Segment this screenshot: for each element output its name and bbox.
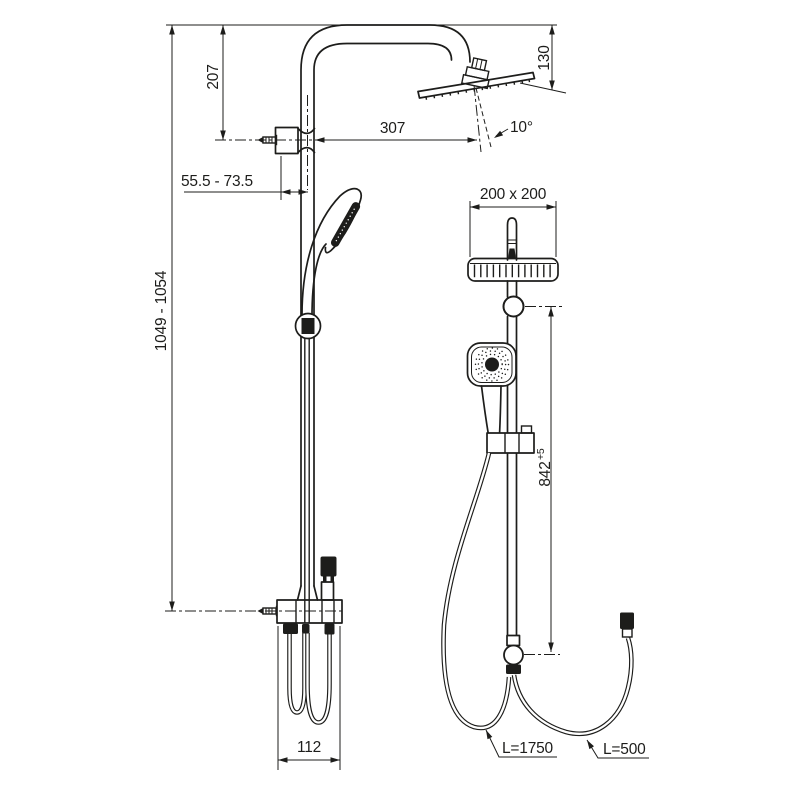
diverter-knob-leg-left — [323, 576, 327, 583]
dimension-labels: 307 10° 55.5 - 73.5 112 200 x 200 L=1750… — [153, 45, 646, 758]
handshower-face — [471, 346, 513, 383]
holder-rail-lines — [504, 433, 520, 453]
dim-arm-height-label: 207 — [205, 64, 222, 89]
handshower-center-disc — [485, 357, 499, 372]
dim-rail-length-label: 842 — [537, 461, 554, 486]
right-view — [441, 217, 634, 736]
dim-wall-clearance-label: 55.5 - 73.5 — [181, 173, 253, 190]
rail-top-ring — [502, 295, 525, 318]
head-shower-nozzles — [425, 79, 531, 100]
hose-end-cap — [620, 612, 634, 629]
wall-screw-top — [257, 134, 278, 146]
diverter-stem — [320, 581, 335, 601]
head-stem-rings — [507, 239, 517, 244]
handshower-handle-front — [480, 385, 502, 436]
diverter-knob-leg-right — [330, 576, 334, 583]
head-stem — [506, 217, 518, 261]
handshower-holder — [486, 432, 535, 454]
left-view — [257, 24, 536, 725]
column-flare — [296, 585, 319, 601]
head-stem-joint — [508, 248, 516, 259]
handshower-spray-strip — [330, 202, 361, 247]
dim-head-size-label: 200 x 200 — [480, 186, 547, 203]
hose-loop-outer — [305, 633, 332, 725]
column-pipe-inner — [313, 42, 453, 587]
handshower-side-inner — [311, 243, 327, 318]
arrowheads — [169, 25, 594, 763]
dim-base-depth-label: 112 — [297, 739, 321, 756]
dim-rail-tolerance-label: +5 — [535, 448, 547, 460]
hose-loop-inner — [287, 633, 307, 715]
dim-total-height-label: 1049 - 1054 — [153, 270, 170, 351]
spray-angle-dashed-line — [475, 87, 492, 148]
hose-front-of-column — [304, 338, 310, 623]
dim-hose-short-label: L=500 — [603, 741, 646, 758]
bracket-collar — [297, 127, 316, 154]
handshower-side-outline — [301, 187, 363, 316]
hose-nut-1 — [283, 623, 298, 634]
wall-screw-bottom — [257, 605, 278, 617]
dim-hose-long-label: L=1750 — [502, 740, 554, 757]
hose-end-fitting — [621, 628, 633, 638]
head-ball-joint — [460, 57, 490, 90]
dim-head-drop-label: 130 — [536, 45, 553, 71]
rail-bottom-nut — [506, 634, 521, 647]
column-pipe-outer — [300, 24, 471, 587]
rail-upper — [506, 280, 518, 298]
dim-arm-reach-label: 307 — [380, 120, 405, 137]
head-shower-plate-side — [417, 71, 536, 99]
hose-nut-3 — [324, 623, 335, 635]
hose-short — [511, 637, 634, 736]
holder-tab — [520, 425, 533, 434]
head-plate-ribs — [473, 264, 551, 278]
dimension-lines — [166, 24, 649, 770]
head-shower-plate-front — [467, 257, 559, 282]
hose-nut-2 — [302, 624, 310, 634]
diverter-knob — [320, 556, 337, 577]
bottom-hose-nut — [506, 664, 521, 674]
dim-spray-angle-label: 10° — [510, 119, 533, 136]
valve-body-sections — [295, 600, 335, 623]
rail-slider-core — [301, 318, 315, 334]
bottom-ball-joint — [503, 644, 524, 666]
